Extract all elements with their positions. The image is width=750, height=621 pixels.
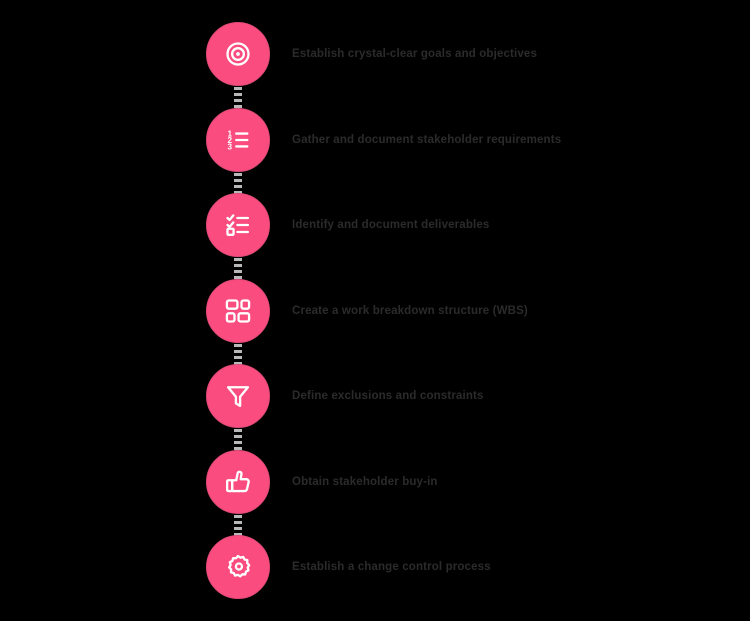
layout-grid-icon (224, 297, 252, 325)
timeline-node-circle-7[interactable] (206, 535, 270, 599)
timeline-connector-6 (234, 515, 242, 537)
timeline-connector-1 (234, 87, 242, 109)
timeline-step-label-2: Gather and document stakeholder requirem… (292, 134, 562, 146)
timeline-node-circle-4[interactable] (206, 279, 270, 343)
svg-text:2: 2 (228, 136, 233, 145)
timeline-step-label-1: Establish crystal-clear goals and object… (292, 48, 538, 60)
timeline-step-label-4: Create a work breakdown structure (WBS) (292, 305, 528, 317)
timeline-node-1[interactable] (206, 22, 270, 86)
timeline-node-5[interactable] (206, 364, 270, 428)
timeline-step-label-3: Identify and document deliverables (292, 219, 490, 231)
timeline-step-5[interactable]: Define exclusions and constraints (0, 364, 750, 428)
timeline-step-3[interactable]: Identify and document deliverables (0, 193, 750, 257)
timeline-node-circle-1[interactable] (206, 22, 270, 86)
timeline-node-2[interactable]: 1 2 3 (206, 108, 270, 172)
funnel-filter-icon (224, 382, 252, 410)
timeline-step-label-5: Define exclusions and constraints (292, 390, 484, 402)
target-icon (224, 40, 252, 68)
checklist-icon (224, 211, 252, 239)
timeline-node-circle-3[interactable] (206, 193, 270, 257)
timeline-node-4[interactable] (206, 279, 270, 343)
timeline-step-2[interactable]: 1 2 3 Gather and document stakeholder re… (0, 108, 750, 172)
timeline-step-4[interactable]: Create a work breakdown structure (WBS) (0, 279, 750, 343)
timeline-node-6[interactable] (206, 450, 270, 514)
timeline-node-circle-5[interactable] (206, 364, 270, 428)
timeline-connector-2 (234, 173, 242, 195)
timeline-step-label-6: Obtain stakeholder buy-in (292, 476, 438, 488)
thumbs-up-icon (224, 468, 252, 496)
timeline-node-circle-6[interactable] (206, 450, 270, 514)
svg-text:3: 3 (228, 143, 233, 152)
timeline-node-3[interactable] (206, 193, 270, 257)
timeline-connector-4 (234, 344, 242, 366)
timeline-step-label-7: Establish a change control process (292, 561, 491, 573)
timeline-connector-5 (234, 429, 242, 451)
timeline-connector-3 (234, 258, 242, 280)
timeline-node-7[interactable] (206, 535, 270, 599)
numbered-list-icon: 1 2 3 (224, 126, 252, 154)
svg-text:1: 1 (228, 130, 233, 139)
timeline-node-circle-2[interactable]: 1 2 3 (206, 108, 270, 172)
timeline-step-7[interactable]: Establish a change control process (0, 535, 750, 599)
timeline-step-6[interactable]: Obtain stakeholder buy-in (0, 450, 750, 514)
gear-icon (224, 553, 252, 581)
timeline-step-1[interactable]: Establish crystal-clear goals and object… (0, 22, 750, 86)
